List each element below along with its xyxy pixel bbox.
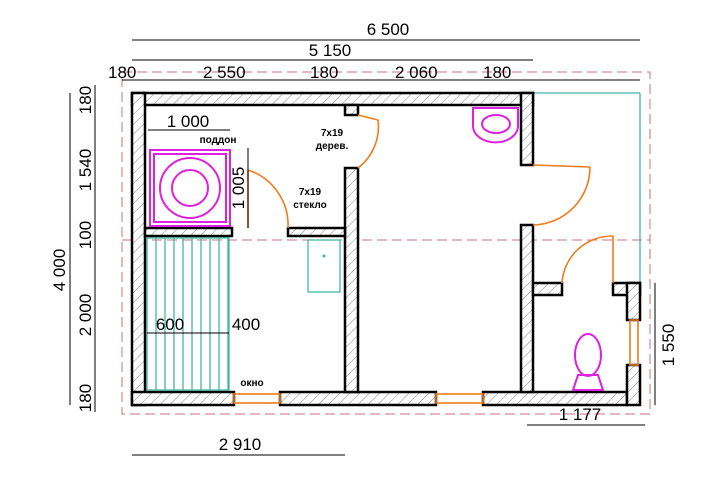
dim-toilet-height: 1 550	[659, 324, 678, 367]
label-window: окно	[240, 378, 263, 389]
dim-left-1: 180	[76, 86, 95, 114]
walls	[130, 91, 642, 407]
dim-top-3: 180	[310, 63, 338, 82]
dimension-labels: 6 500 5 150 180 2 550 180 2 060 180 4 00…	[50, 20, 678, 454]
shower-tray	[149, 149, 231, 227]
dim-left-2: 1 540	[76, 149, 95, 192]
label-door-glass-size: 7x19	[299, 187, 322, 198]
label-tray: поддон	[200, 135, 237, 146]
sink	[472, 107, 519, 144]
dim-left-5: 180	[76, 384, 95, 412]
dim-inner-width: 5 150	[309, 41, 352, 60]
dim-overall-height: 4 000	[50, 249, 69, 292]
dim-left-4: 2 000	[76, 294, 95, 337]
dim-bottom-width: 2 910	[219, 435, 262, 454]
stove	[307, 239, 341, 293]
dim-shower-depth: 1 005	[229, 167, 248, 210]
dim-top-4: 2 060	[395, 63, 438, 82]
dim-bench-b: 400	[232, 315, 260, 334]
sauna-bench	[146, 237, 230, 391]
toilet	[571, 333, 605, 391]
guide-lines	[121, 71, 651, 415]
label-door-wood-type: дерев.	[316, 141, 349, 152]
dim-left-3: 100	[76, 221, 95, 249]
dim-overall-width: 6 500	[367, 20, 410, 39]
dim-top-2: 2 550	[203, 63, 246, 82]
dim-bench-a: 600	[156, 315, 184, 334]
label-door-wood-size: 7x19	[321, 128, 344, 139]
dim-toilet-width: 1 177	[559, 405, 602, 424]
dim-top-5: 180	[483, 63, 511, 82]
dim-shower-width: 1 000	[167, 112, 210, 131]
windows	[233, 319, 639, 404]
label-door-glass-type: стекло	[293, 200, 326, 211]
dimension-lines	[69, 39, 656, 456]
annotations: поддон 7x19 дерев. 7x19 стекло окно	[200, 128, 349, 389]
dim-top-1: 180	[108, 63, 136, 82]
doors	[247, 114, 614, 284]
